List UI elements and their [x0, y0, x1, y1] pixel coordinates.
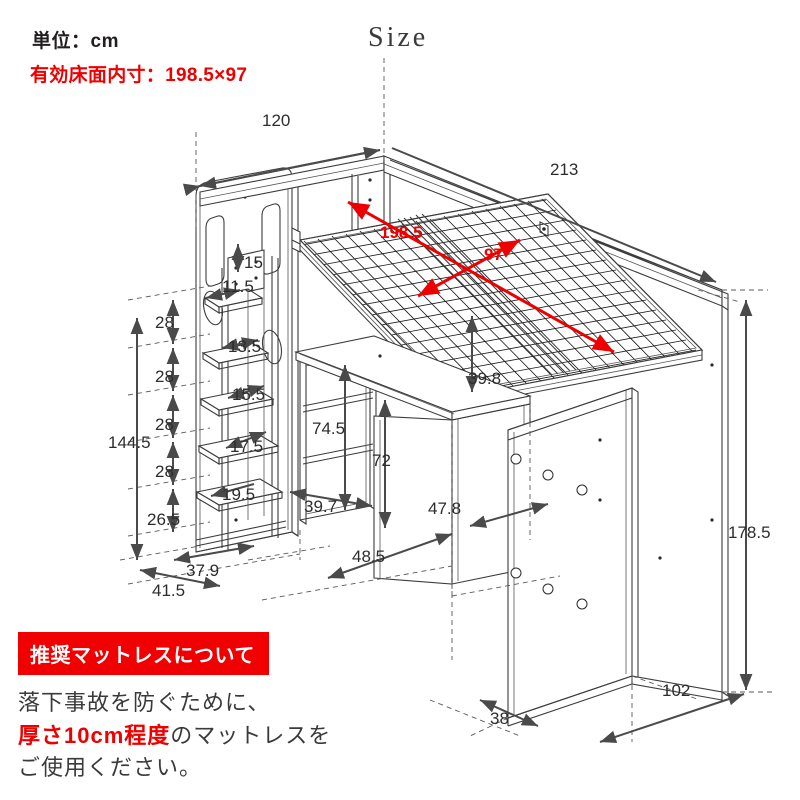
bed-head-rails — [291, 227, 301, 253]
dim-label-28-3: 28 — [155, 415, 174, 434]
unit-label: 単位：cm — [32, 31, 119, 52]
dim-label-41-5: 41.5 — [152, 581, 185, 600]
dimension-72: 72 — [372, 400, 392, 528]
dim-label-144-5: 144.5 — [108, 433, 151, 452]
dimension-17-5: 17.5 — [225, 431, 267, 456]
dim-label-47-8: 47.8 — [428, 499, 461, 518]
dim-label-26-5: 26.5 — [147, 510, 180, 529]
dimension-39-7: 39.7 — [289, 488, 373, 516]
dimension-102: 102 — [599, 681, 745, 744]
page-title: Size — [368, 22, 429, 53]
dimension-47-8: 47.8 — [428, 499, 549, 528]
mattress-note-banner: 推奨マットレスについて — [18, 632, 269, 675]
dimension-120: 120 — [182, 111, 381, 197]
dim-label-15-5: 15.5 — [232, 385, 265, 404]
dimension-15-5: 15.5 — [227, 384, 265, 404]
inner-size-label: 有効床面内寸：198.5×97 — [30, 65, 248, 86]
dim-label-213: 213 — [550, 160, 578, 179]
dimension-37-9: 37.9 — [173, 542, 255, 580]
dimension-19-5: 19.5 — [210, 483, 255, 504]
dim-label-72: 72 — [372, 451, 391, 470]
dim-label-38: 38 — [490, 709, 509, 728]
dim-label-28-4: 28 — [155, 462, 174, 481]
dim-label-19-5: 19.5 — [222, 485, 255, 504]
dim-label-120: 120 — [262, 111, 290, 130]
dim-label-39-7: 39.7 — [304, 497, 337, 516]
dimension-15: 15 — [231, 244, 263, 272]
dimension-13-5: 13.5 — [221, 337, 261, 356]
dimension-178-5: 178.5 — [728, 300, 771, 690]
dim-label-11-5: 11.5 — [222, 277, 254, 296]
note-line-1: 落下事故を防ぐために、 — [18, 690, 271, 715]
right-rear-post — [710, 306, 729, 697]
dimension-144-5: 144.5 — [108, 318, 151, 560]
dimension-38: 38 — [479, 699, 539, 728]
mattress-note-text: 落下事故を防ぐために、 厚さ10cm程度のマットレスを ご使用ください。 — [18, 687, 378, 785]
note-line-2-emphasis: 厚さ10cm程度 — [18, 722, 171, 748]
dim-label-17-5: 17.5 — [230, 437, 263, 456]
mattress-note-block: 推奨マットレスについて 落下事故を防ぐために、 厚さ10cm程度のマットレスを … — [18, 632, 378, 785]
dimension-48-5: 48.5 — [327, 533, 453, 579]
note-line-2-rest: のマットレスを — [170, 722, 332, 748]
dimension-74-5: 74.5 — [312, 365, 352, 510]
dimension-chain-steps: 28 28 28 28 26.5 — [147, 300, 180, 532]
dimension-39-8: 39.8 — [465, 316, 501, 392]
dim-label-28-1: 28 — [155, 313, 174, 332]
dim-label-13-5: 13.5 — [228, 337, 261, 356]
dim-label-15: 15 — [244, 253, 263, 272]
dimension-11-5: 11.5 — [205, 277, 254, 301]
dimension-97: 97 — [417, 238, 521, 298]
dim-label-102: 102 — [662, 681, 690, 700]
dim-label-74-5: 74.5 — [312, 419, 345, 438]
dim-label-28-2: 28 — [155, 367, 174, 386]
right-side-panel — [507, 387, 662, 719]
dim-label-97: 97 — [484, 245, 503, 264]
dimension-41-5: 41.5 — [139, 566, 221, 600]
desk-top — [294, 335, 532, 421]
dim-label-48-5: 48.5 — [352, 547, 385, 566]
dim-label-37-9: 37.9 — [186, 561, 219, 580]
note-line-2: 厚さ10cm程度のマットレスを — [18, 720, 378, 753]
note-line-3: ご使用ください。 — [18, 755, 203, 781]
dim-label-39-8: 39.8 — [468, 369, 501, 388]
dim-label-178-5: 178.5 — [728, 523, 771, 542]
dim-label-198-5: 198.5 — [380, 223, 423, 242]
